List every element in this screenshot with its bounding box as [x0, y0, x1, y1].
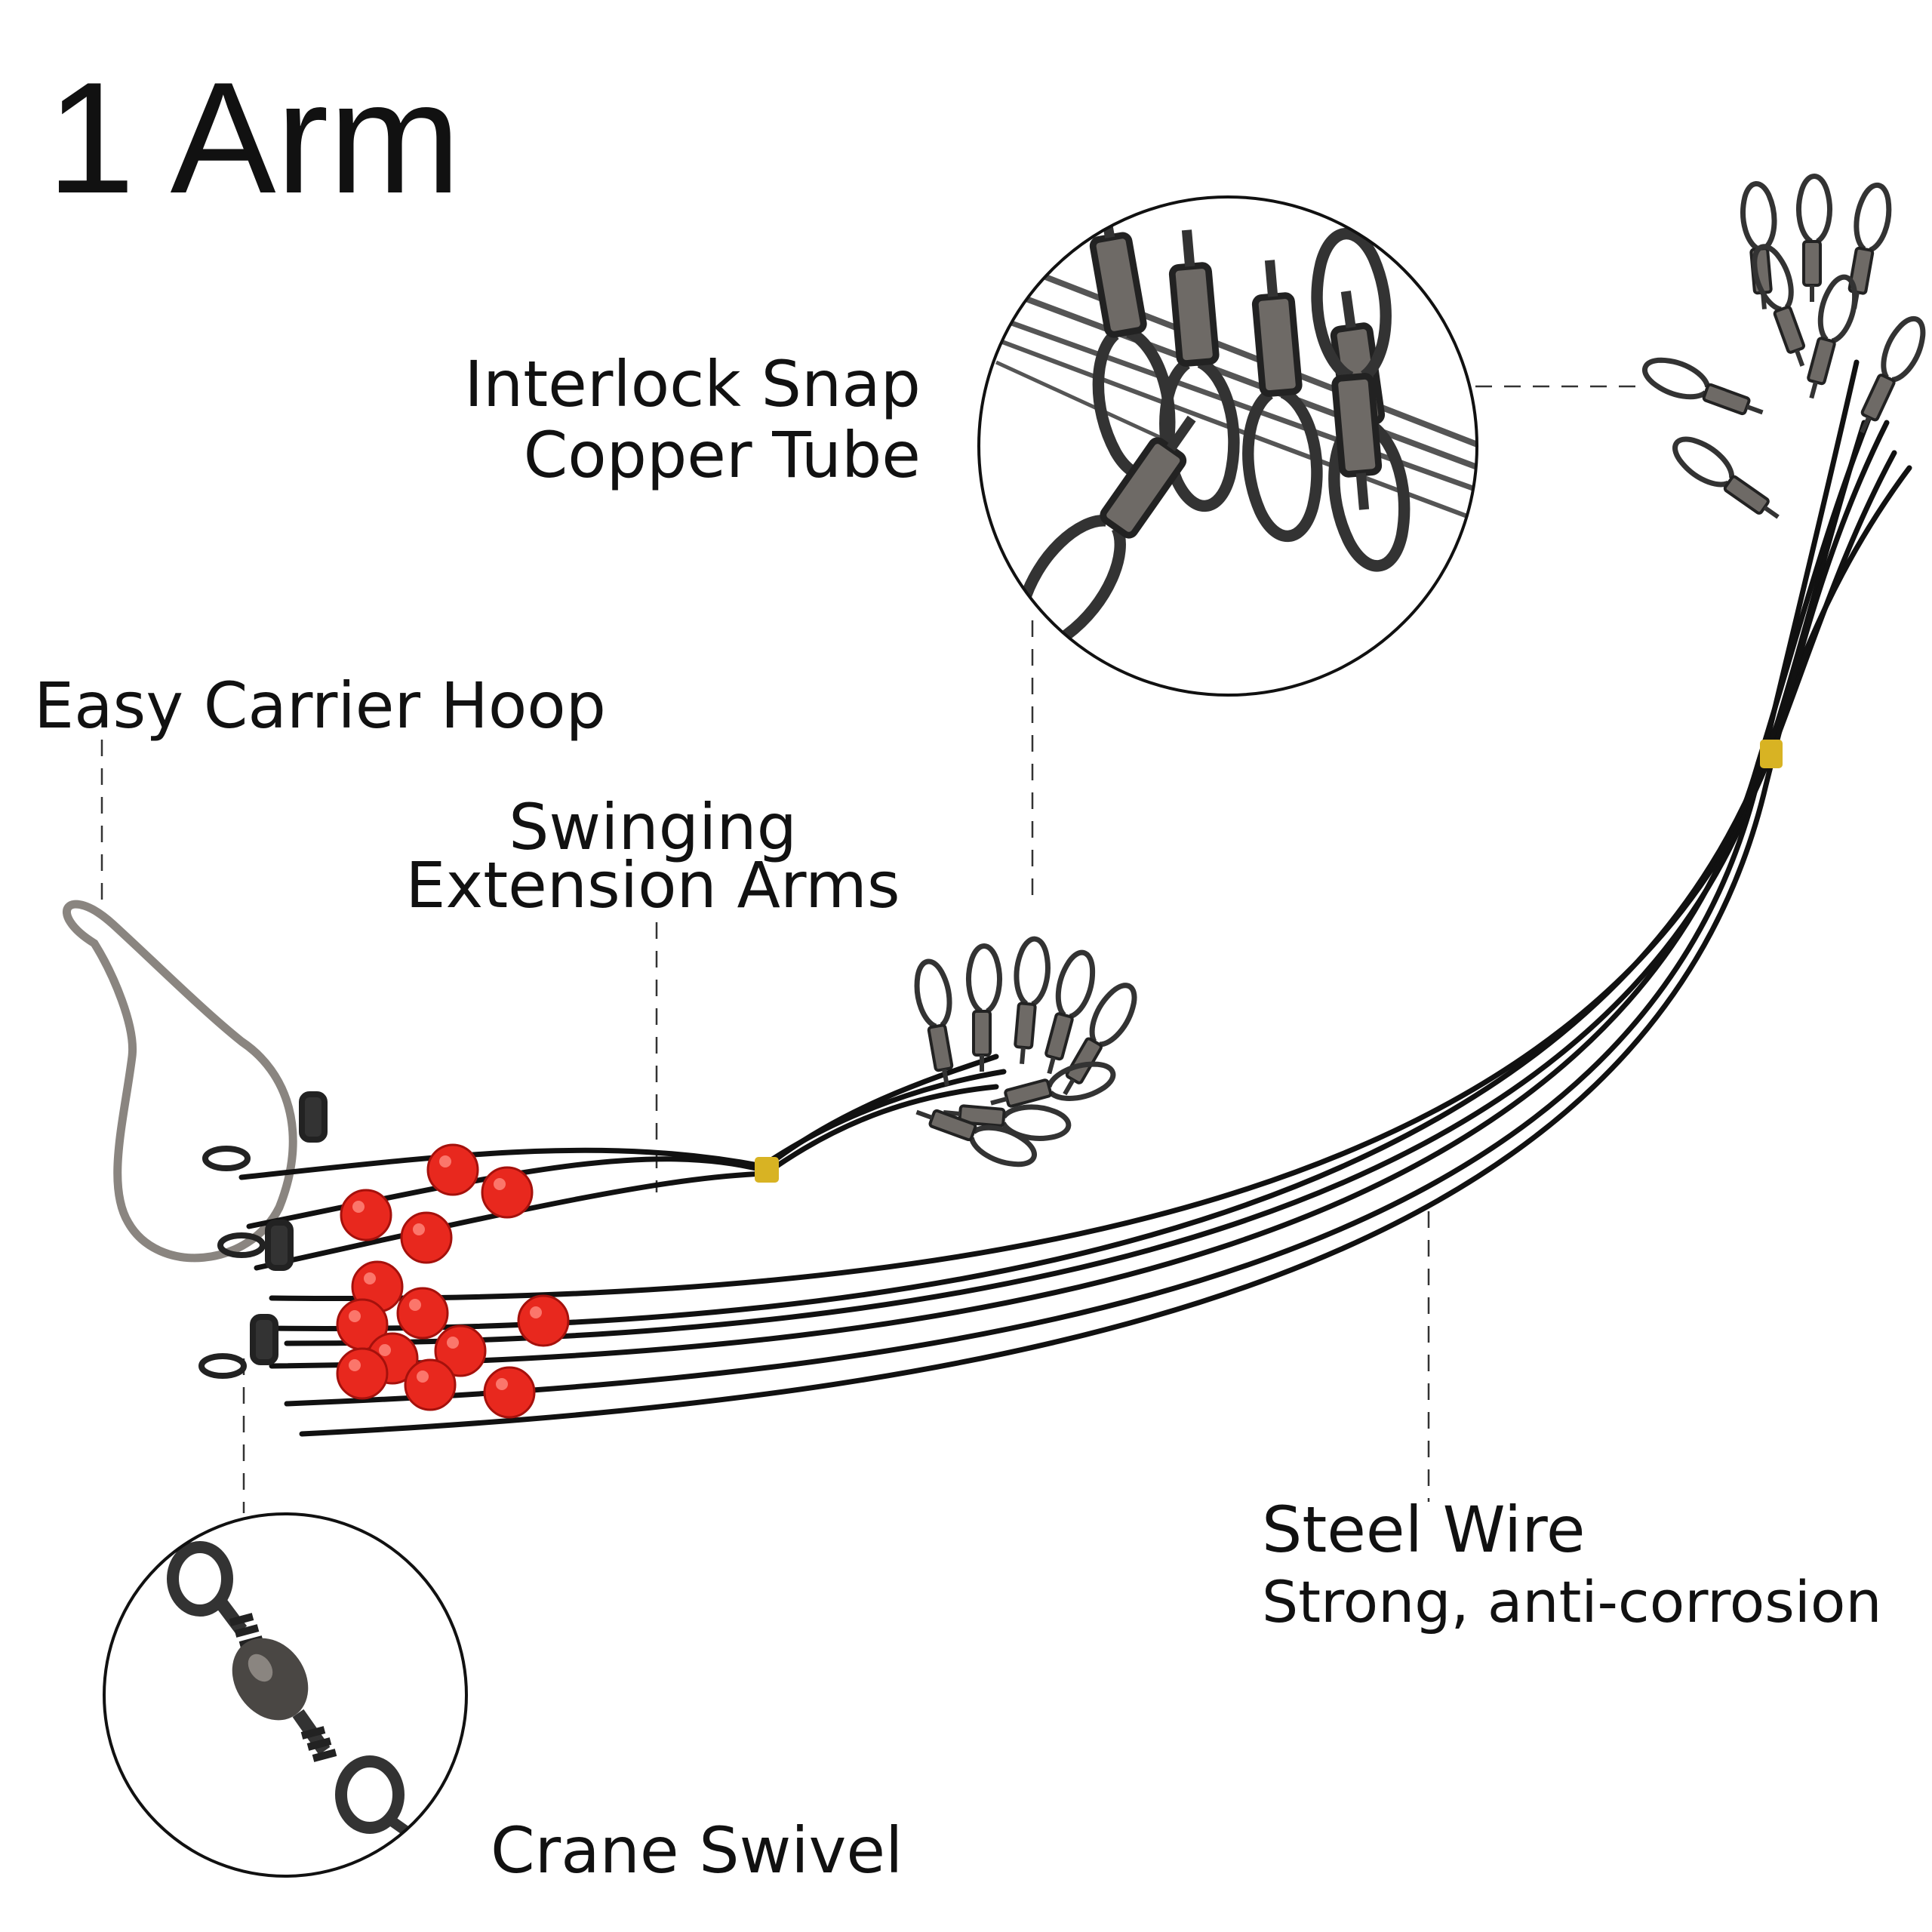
page-title: 1 Arm [47, 49, 461, 226]
label-extension-arms: Swinging Extension Arms [392, 790, 913, 923]
label-interlock-line2: Copper Tube [523, 418, 921, 493]
leader-lines [100, 385, 1645, 1513]
crane-swivels-left [198, 1091, 328, 1379]
red-bead-icon [336, 1143, 570, 1419]
interlock-snap-cluster-large [1640, 177, 1931, 528]
label-steel-line1: Steel Wire [1262, 1493, 1586, 1567]
label-steel-line2: Strong, anti-corrosion [1262, 1568, 1882, 1636]
steel-wires [238, 359, 1912, 1437]
label-steel-wire: Steel Wire Strong, anti-corrosion [1262, 1494, 1882, 1634]
label-interlock-snap: Interlock Snap Copper Tube [464, 349, 921, 491]
interlock-snap-cluster-small [910, 937, 1143, 1171]
interlock-snap-detail-icon [977, 195, 1478, 697]
label-crane-swivel: Crane Swivel [491, 1814, 903, 1887]
crane-swivel-detail-icon [103, 1512, 468, 1878]
brass-tube [755, 1157, 779, 1183]
label-interlock-line1: Interlock Snap [464, 347, 921, 421]
label-carrier-hoop: Easy Carrier Hoop [34, 669, 606, 743]
brass-tube [1760, 740, 1783, 768]
label-arms-line2: Extension Arms [405, 848, 900, 923]
carrier-hoop-icon [63, 900, 297, 1263]
label-arms-line1: Swinging [509, 790, 797, 864]
